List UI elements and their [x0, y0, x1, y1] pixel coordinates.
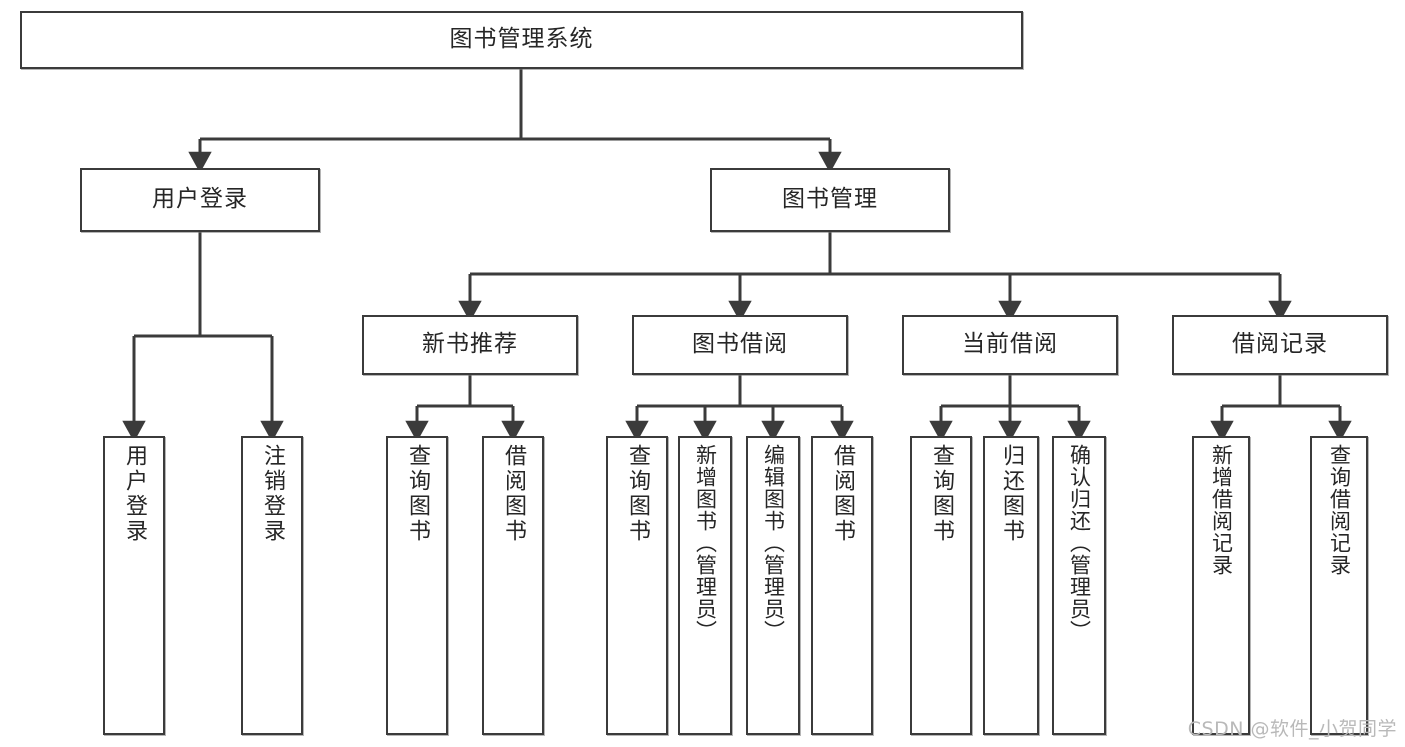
node-book-borrow[interactable]: 图书借阅	[632, 315, 848, 375]
leaf-query-book-current-label: 查询图书	[929, 444, 954, 544]
leaf-borrow-book-recommend[interactable]: 借阅图书	[482, 436, 544, 735]
leaf-query-book-recommend-label: 查询图书	[405, 444, 430, 544]
leaf-edit-book-admin-label: 编辑图书（管理员）	[761, 444, 786, 642]
node-root-system-label: 图书管理系统	[449, 26, 594, 53]
leaf-user-login-label: 用户登录	[122, 444, 147, 544]
leaf-borrow-book[interactable]: 借阅图书	[811, 436, 873, 735]
leaf-add-borrow-record[interactable]: 新增借阅记录	[1192, 436, 1250, 735]
node-user-login-label: 用户登录	[152, 186, 248, 213]
leaf-confirm-return-admin-label: 确认归还（管理员）	[1067, 444, 1092, 642]
leaf-query-book-recommend[interactable]: 查询图书	[386, 436, 448, 735]
leaf-logout[interactable]: 注销登录	[241, 436, 303, 735]
node-new-book-recommend[interactable]: 新书推荐	[362, 315, 578, 375]
node-current-borrow[interactable]: 当前借阅	[902, 315, 1118, 375]
node-borrow-record-label: 借阅记录	[1232, 331, 1328, 358]
leaf-borrow-book-label: 借阅图书	[830, 444, 855, 544]
node-book-borrow-label: 图书借阅	[692, 331, 788, 358]
node-new-book-recommend-label: 新书推荐	[422, 331, 518, 358]
node-borrow-record[interactable]: 借阅记录	[1172, 315, 1388, 375]
leaf-return-book[interactable]: 归还图书	[983, 436, 1039, 735]
leaf-query-book-borrow-label: 查询图书	[625, 444, 650, 544]
node-book-management[interactable]: 图书管理	[710, 168, 950, 232]
leaf-user-login[interactable]: 用户登录	[103, 436, 165, 735]
csdn-watermark: CSDN @软件_小贺同学	[1187, 718, 1397, 740]
leaf-edit-book-admin[interactable]: 编辑图书（管理员）	[746, 436, 800, 735]
leaf-add-book-admin-label: 新增图书（管理员）	[693, 444, 718, 642]
leaf-return-book-label: 归还图书	[999, 444, 1024, 544]
node-current-borrow-label: 当前借阅	[962, 331, 1058, 358]
leaf-query-borrow-record-label: 查询借阅记录	[1327, 444, 1352, 576]
leaf-query-borrow-record[interactable]: 查询借阅记录	[1310, 436, 1368, 735]
node-user-login[interactable]: 用户登录	[80, 168, 320, 232]
leaf-borrow-book-recommend-label: 借阅图书	[501, 444, 526, 544]
leaf-confirm-return-admin[interactable]: 确认归还（管理员）	[1052, 436, 1106, 735]
leaf-add-book-admin[interactable]: 新增图书（管理员）	[678, 436, 732, 735]
leaf-query-book-current[interactable]: 查询图书	[910, 436, 972, 735]
leaf-logout-label: 注销登录	[260, 444, 285, 544]
leaf-add-borrow-record-label: 新增借阅记录	[1209, 444, 1234, 576]
node-book-management-label: 图书管理	[782, 186, 878, 213]
node-root-system[interactable]: 图书管理系统	[20, 11, 1023, 69]
leaf-query-book-borrow[interactable]: 查询图书	[606, 436, 668, 735]
